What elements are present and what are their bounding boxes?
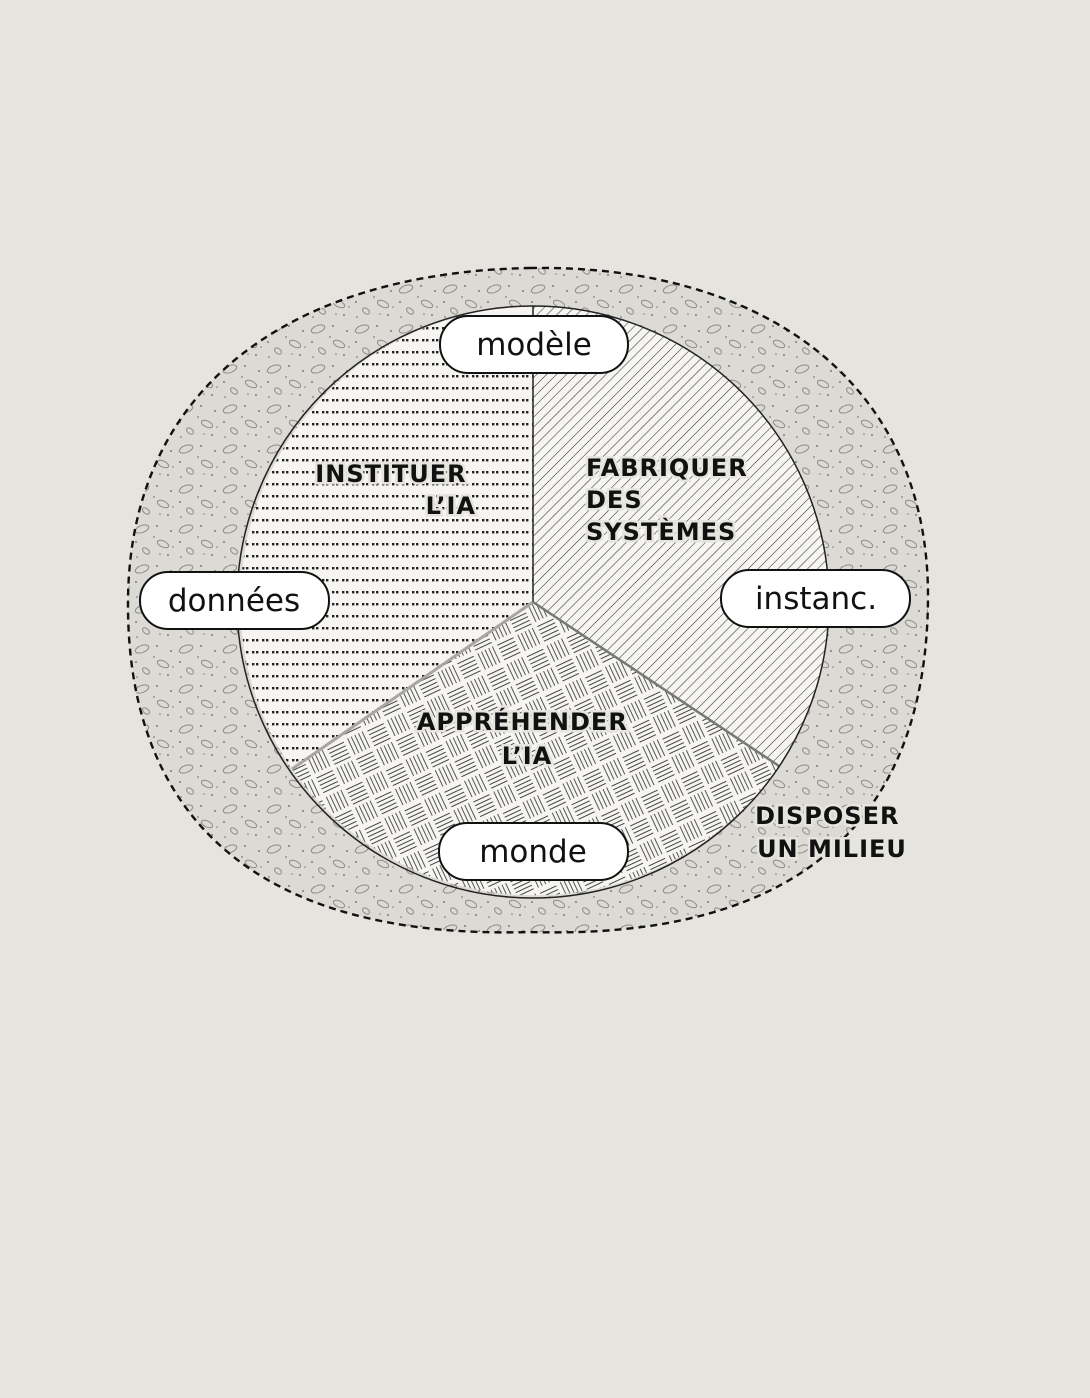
svg-text:données: données [168,583,300,619]
sector-instituer-label: INSTITUER L’IA [315,460,476,520]
node-monde: monde [438,822,629,881]
sector-fabriquer-label: FABRIQUER DES SYSTÈMES [586,454,757,546]
node-instanc: instanc. [720,569,911,628]
svg-text:modèle: modèle [476,327,592,363]
sector-apprehender-label: APPRÉHENDER L’IA [417,707,637,770]
svg-text:instanc.: instanc. [755,581,877,617]
node-donnees: données [139,571,330,630]
sector-instituer [240,306,533,769]
sector-apprehender [292,602,779,896]
node-modele: modèle [439,315,629,374]
outer-milieu-label: DISPOSER UN MILIEU [755,802,909,863]
svg-text:monde: monde [479,834,587,870]
